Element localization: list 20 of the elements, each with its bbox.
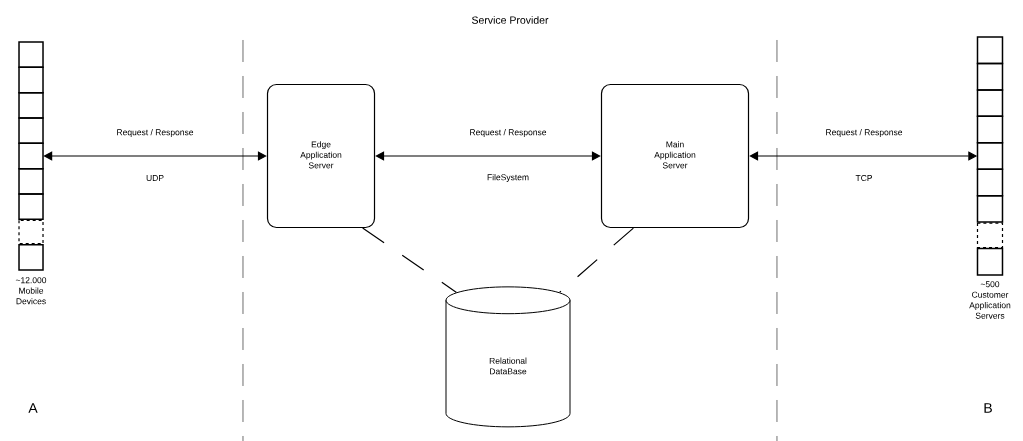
- edge-label: Request / Response: [826, 129, 903, 137]
- protocol-label: UDP: [146, 175, 164, 181]
- device-stack: [18, 41, 44, 271]
- node-caption: ~500 Customer Application Servers: [969, 281, 1011, 319]
- region-heading: Service Provider: [471, 16, 549, 24]
- edge-label: Request / Response: [117, 129, 194, 137]
- server-box: Edge Application Server: [266, 83, 376, 229]
- database-cylinder: Relational DataBase: [445, 286, 571, 428]
- connector-line: [558, 227, 634, 293]
- node-caption: ~12.000 Mobile Devices: [15, 277, 47, 305]
- arrow: [43, 151, 267, 161]
- protocol-label: TCP: [855, 175, 873, 181]
- protocol-label: FileSystem: [487, 174, 529, 182]
- device-stack: [976, 36, 1004, 276]
- connector-line: [362, 227, 458, 293]
- arrow: [375, 151, 601, 161]
- endpoint-letter: A: [28, 403, 38, 413]
- endpoint-letter: B: [984, 403, 992, 413]
- edge-label: Request / Response: [470, 129, 547, 137]
- server-box: Main Application Server: [600, 83, 750, 229]
